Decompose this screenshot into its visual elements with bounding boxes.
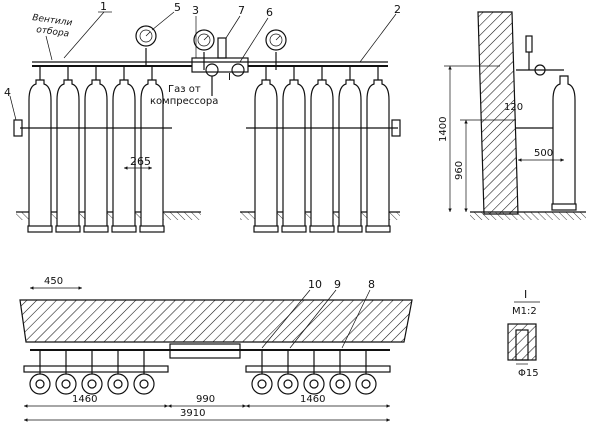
side-ground	[470, 212, 586, 220]
plan-branches	[39, 350, 367, 374]
svg-text:1: 1	[100, 0, 107, 13]
callout-8: 8	[341, 278, 375, 349]
svg-text:3: 3	[192, 4, 199, 17]
detail-i: I М1:2 Φ15	[507, 288, 540, 379]
callout-9: 9	[289, 278, 341, 349]
plan-cylinder	[81, 373, 103, 395]
callout-7: 7	[225, 4, 245, 39]
svg-text:2: 2	[394, 3, 401, 16]
detail-scale: М1:2	[512, 306, 537, 317]
callout-10: 10	[261, 278, 322, 349]
dim-overall: 3910	[180, 408, 205, 419]
dim-height-cyl: 960	[454, 161, 465, 180]
gas-label-1: Газ от	[168, 84, 201, 95]
side-regulator	[525, 35, 533, 53]
side-cylinder-base	[551, 203, 577, 211]
dim-wall-offset: 500	[534, 148, 553, 159]
cylinder	[253, 79, 279, 233]
regulator	[217, 37, 227, 59]
detail-body	[507, 323, 537, 361]
valves-label-2: отбора	[36, 25, 70, 40]
plan-cylinder	[277, 373, 299, 395]
gauge-left	[135, 25, 157, 67]
detail-mark: I	[524, 288, 527, 301]
callout-5: 5	[151, 1, 181, 31]
svg-text:6: 6	[266, 6, 273, 19]
plan-center-assembly	[169, 343, 241, 359]
callout-6: 6	[239, 6, 273, 63]
dim-gap: 990	[196, 394, 215, 405]
svg-text:7: 7	[238, 4, 245, 17]
svg-text:10: 10	[308, 278, 322, 291]
dim-height-total: 1400	[438, 117, 449, 142]
wall-bracket-left	[13, 119, 23, 137]
cylinder	[365, 79, 391, 233]
wall-bracket-right	[391, 119, 401, 137]
section-mark: I	[228, 72, 231, 83]
plan-cylinder	[29, 373, 51, 395]
plan-cylinder	[355, 373, 377, 395]
plan-bar-left	[23, 365, 169, 373]
plan-bar-right	[245, 365, 391, 373]
svg-text:9: 9	[334, 278, 341, 291]
callout-3: 3	[192, 4, 199, 58]
center-valve-block	[191, 57, 249, 73]
plan-view: 450 1460 990 1460 3910 10 9 8	[19, 276, 413, 422]
cylinder	[309, 79, 335, 233]
front-view: 265 Вентили отбора Газ от компрессора I …	[4, 0, 401, 233]
dim-bracket: 120	[504, 102, 523, 113]
plan-cylinder	[251, 373, 273, 395]
dim-group-left: 1460	[72, 394, 97, 405]
plan-cylinder	[55, 373, 77, 395]
detail-diameter: Φ15	[518, 368, 539, 379]
plan-cylinder	[107, 373, 129, 395]
side-valve	[534, 64, 546, 76]
plan-cylinder	[303, 373, 325, 395]
dim-plan-offset: 450	[44, 276, 63, 287]
callout-2: 2	[359, 3, 401, 63]
svg-text:8: 8	[368, 278, 375, 291]
valves-leader	[45, 35, 53, 61]
side-view: 1400 960 120 500	[438, 11, 586, 220]
branch-pipes	[39, 66, 379, 80]
cylinder	[83, 79, 109, 233]
callout-1: 1	[63, 0, 112, 59]
center-valve	[205, 63, 219, 77]
callout-4: 4	[4, 86, 17, 121]
plan-cylinder	[329, 373, 351, 395]
cylinder	[337, 79, 363, 233]
ground-hatch-left	[16, 212, 201, 220]
side-cylinder	[552, 75, 576, 207]
plan-wall	[19, 299, 413, 343]
plan-cylinder	[133, 373, 155, 395]
svg-text:5: 5	[174, 1, 181, 14]
cylinder	[55, 79, 81, 233]
side-wall	[477, 11, 519, 215]
cylinder	[27, 79, 53, 233]
right-valve	[231, 63, 245, 77]
cylinder	[281, 79, 307, 233]
dim-spacing: 265	[130, 155, 151, 168]
dim-group-right: 1460	[300, 394, 325, 405]
gas-label-2: компрессора	[150, 96, 218, 107]
gauge-right	[265, 29, 287, 71]
detail-bore	[515, 329, 529, 361]
svg-text:4: 4	[4, 86, 11, 99]
